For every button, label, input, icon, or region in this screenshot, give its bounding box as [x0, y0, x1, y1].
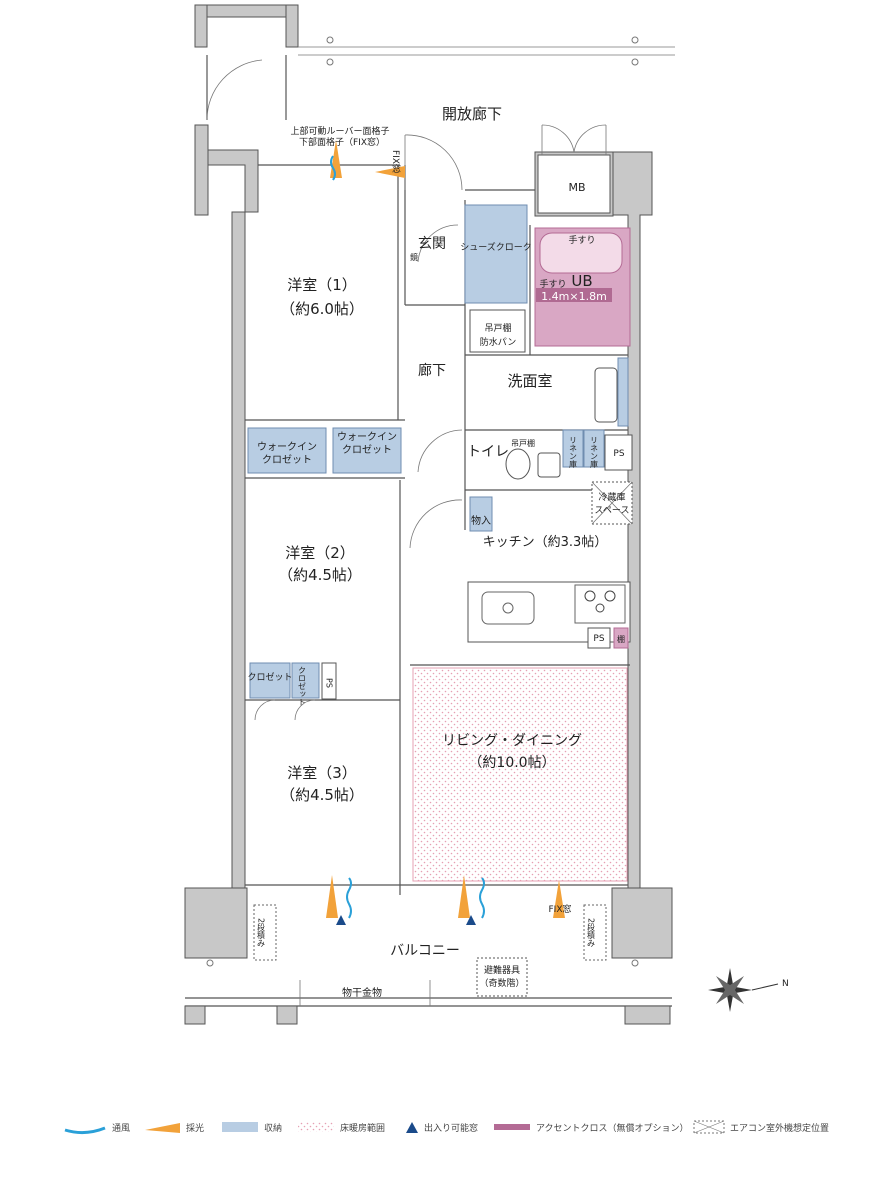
- ps3-label: PS: [325, 678, 334, 688]
- ps1-label: PS: [613, 449, 624, 459]
- ub-handrail-top: 手すり: [568, 234, 595, 246]
- evac-line1: 避難器具: [484, 964, 520, 976]
- wic2-line2: クロゼット: [342, 444, 392, 456]
- fixtures: [321, 309, 633, 700]
- floor-heating-area: [412, 667, 628, 882]
- storage-areas: [247, 204, 629, 699]
- legend-storage-swatch: [222, 1122, 258, 1132]
- legend-accent-swatch: [494, 1124, 530, 1130]
- linen-2: [583, 429, 605, 468]
- hanging-shelf-2: 吊戸棚: [511, 438, 535, 448]
- room3-name: 洋室（3）: [287, 764, 357, 782]
- wic1-line1: ウォークイン: [257, 441, 317, 453]
- room2-name: 洋室（2）: [285, 544, 355, 562]
- shoes-cloak: [464, 204, 528, 304]
- kitchen-counter: [467, 481, 633, 649]
- linen2-label: リネン庫: [590, 436, 599, 469]
- vent-light-markers: [326, 140, 565, 925]
- storage-label: 物入: [471, 514, 491, 527]
- hallway-label: 廊下: [418, 362, 446, 379]
- legend-daylight-swatch: [145, 1123, 180, 1133]
- legend-ventilation-swatch: [64, 1126, 106, 1135]
- corridor-structure: [194, 4, 675, 121]
- shoes-cloak-label: シューズクローク: [460, 241, 532, 253]
- legend-heating-swatch: [298, 1122, 334, 1132]
- washroom-label: 洗面室: [507, 372, 552, 390]
- corridor-label: 開放廊下: [442, 105, 502, 123]
- closet-1: [249, 662, 291, 699]
- living-size: （約10.0帖）: [468, 755, 555, 771]
- closet1-label: クロゼット: [247, 671, 292, 683]
- laundry-pole-label: 物干金物: [342, 986, 382, 999]
- ac-right-label: 2段積み: [587, 918, 596, 947]
- wic1-line2: クロゼット: [262, 454, 312, 466]
- legend-accent: アクセントクロス（無償オプション）: [536, 1122, 689, 1134]
- linen-1: [562, 429, 584, 468]
- room2-size: （約4.5帖）: [278, 566, 362, 584]
- wic2-line1: ウォークイン: [337, 431, 397, 443]
- ub-label: UB: [571, 272, 592, 290]
- kitchen-label: キッチン（約3.3帖）: [483, 535, 608, 550]
- closet-2: [291, 662, 320, 699]
- legend: 通風 採光 収納 床暖房範囲 出入り可能窓 アクセントクロス（無償オプション） …: [64, 1120, 829, 1135]
- wash-cabinet: [617, 357, 629, 427]
- unit-bath: [534, 227, 631, 347]
- legend-ventilation: 通風: [112, 1123, 130, 1134]
- toilet-label: トイレ: [467, 444, 509, 460]
- mirror-label: 鏡: [410, 252, 418, 262]
- room1-name: 洋室（1）: [287, 276, 357, 294]
- wic-1: [247, 427, 327, 474]
- room3-size: （約4.5帖）: [280, 786, 364, 804]
- linen1-label: リネン庫: [569, 436, 578, 469]
- balcony-label: バルコニー: [390, 943, 460, 959]
- louver-top-label: 上部可動ルーバー面格子: [291, 125, 390, 137]
- fridge-line1: 冷蔵庫: [598, 491, 625, 503]
- ps2-label: PS: [593, 634, 604, 644]
- waterproof-pan: 防水パン: [480, 336, 516, 348]
- entrance-label: 玄関: [418, 235, 446, 252]
- mb-box: MB: [537, 124, 611, 214]
- compass: N: [708, 968, 789, 1012]
- evac-line2: （奇数階）: [479, 977, 524, 989]
- mb-label: MB: [568, 181, 585, 194]
- ac-left-label: 2段積み: [257, 918, 266, 947]
- legend-door-window: 出入り可能窓: [424, 1122, 478, 1134]
- closet2-label: クロゼット: [298, 666, 307, 706]
- fix-window-vertical: FIX窓: [390, 150, 401, 173]
- wic-2: [332, 427, 402, 474]
- legend-ac: エアコン室外機想定位置: [730, 1122, 829, 1134]
- fridge-line2: スペース: [595, 506, 630, 516]
- balcony-structure: [184, 904, 672, 1025]
- living-name: リビング・ダイニング: [442, 733, 582, 749]
- legend-storage: 収納: [264, 1122, 282, 1134]
- compass-north: N: [782, 979, 789, 989]
- shelf-label: 棚: [617, 634, 625, 644]
- legend-heating: 床暖房範囲: [340, 1122, 385, 1134]
- room1-size: （約6.0帖）: [280, 300, 364, 318]
- hanging-shelf-1: 吊戸棚: [484, 322, 511, 334]
- legend-daylight: 採光: [186, 1122, 204, 1134]
- fix-window-horizontal: FIX窓: [549, 903, 572, 915]
- legend-door-swatch: [406, 1122, 418, 1133]
- ub-handrail-side: 手すり: [539, 278, 566, 290]
- storage-box: [469, 496, 493, 532]
- ub-size: 1.4m×1.8m: [541, 290, 607, 303]
- louver-bottom-label: 下部面格子（FIX窓）: [299, 136, 385, 148]
